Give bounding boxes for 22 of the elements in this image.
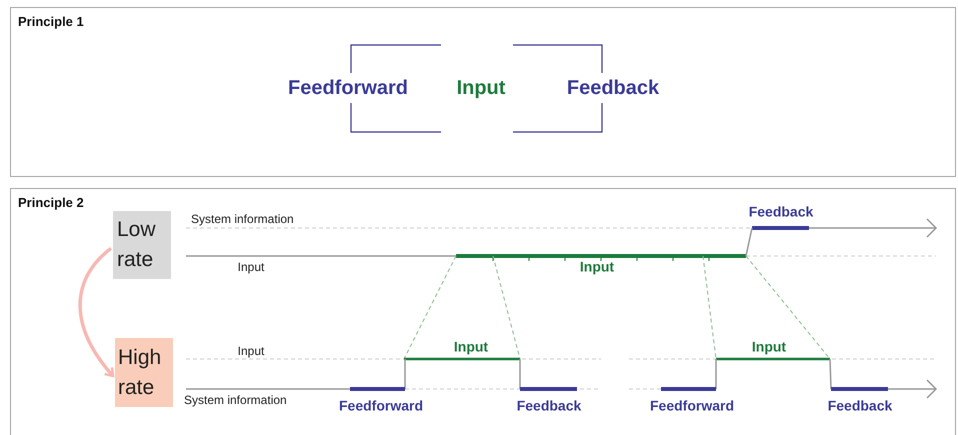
segment-label: Feedforward bbox=[650, 396, 734, 416]
panel bbox=[10, 7, 956, 177]
rate-box: High rate bbox=[115, 338, 173, 407]
segment-label: Feedback bbox=[828, 396, 892, 416]
segment-label: Input bbox=[454, 338, 488, 356]
panel bbox=[10, 188, 956, 435]
input-label: Input bbox=[456, 73, 506, 103]
segment-label: Input bbox=[580, 258, 614, 276]
axis-label: System information bbox=[191, 211, 294, 228]
feedback-label: Feedback bbox=[566, 73, 660, 103]
segment-label: Feedforward bbox=[339, 396, 423, 416]
axis-label: Input bbox=[238, 259, 264, 276]
segment-label: Input bbox=[752, 338, 786, 356]
panel-title: Principle 1 bbox=[18, 13, 84, 31]
panel-title: Principle 2 bbox=[18, 194, 84, 212]
rate-box: Low rate bbox=[113, 211, 171, 279]
segment-label: Feedback bbox=[748, 202, 814, 222]
segment-label: Feedback bbox=[516, 396, 582, 416]
curved-arrow bbox=[78, 247, 114, 378]
axis-label: Input bbox=[238, 343, 264, 360]
axis-label: System information bbox=[184, 392, 287, 409]
feedforward-label: Feedforward bbox=[288, 73, 408, 103]
